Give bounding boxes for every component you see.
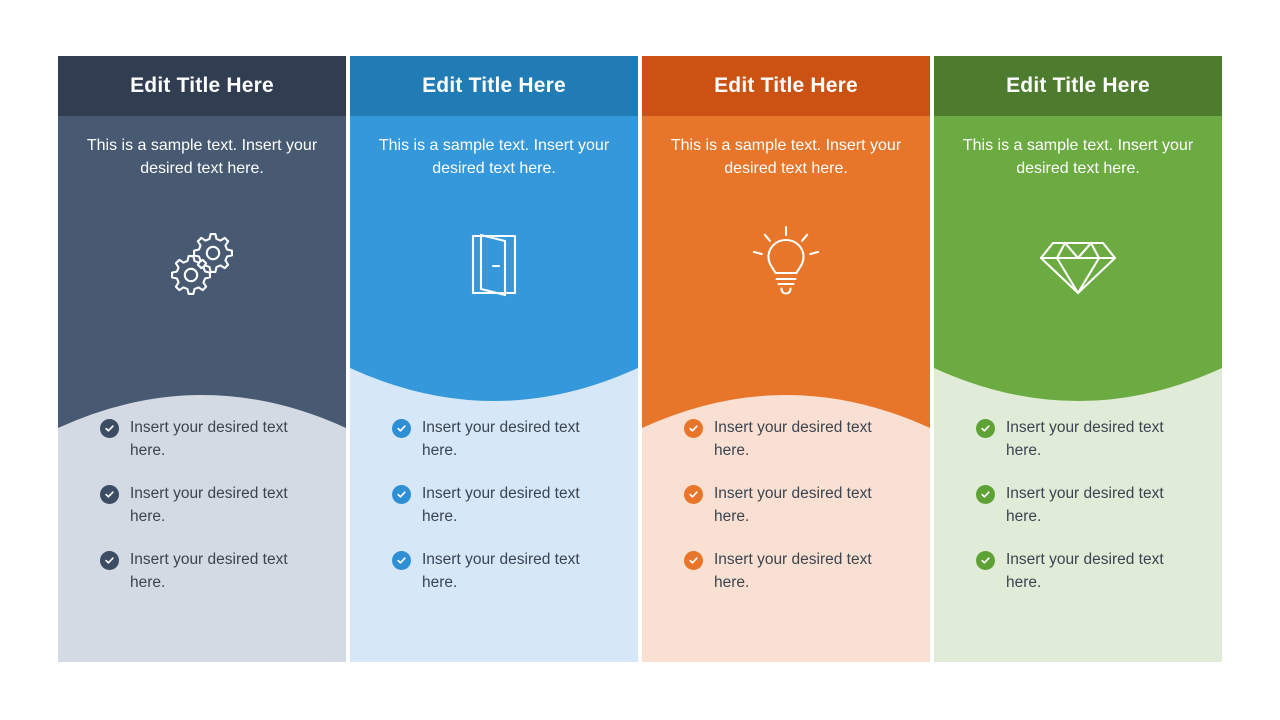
list-item-label: Insert your desired text here. — [422, 419, 580, 459]
column-bullet-list: Insert your desired text here. Insert you… — [350, 416, 638, 594]
list-item[interactable]: Insert your desired text here. — [976, 482, 1192, 528]
lightbulb-icon — [642, 222, 930, 306]
check-circle-icon — [100, 551, 119, 570]
list-item-label: Insert your desired text here. — [714, 551, 872, 591]
list-item-label: Insert your desired text here. — [1006, 551, 1164, 591]
column-header: Edit Title Here — [642, 56, 930, 116]
check-circle-icon — [976, 419, 995, 438]
column-description: This is a sample text. Insert your desir… — [86, 137, 318, 177]
check-circle-icon — [684, 419, 703, 438]
list-item-label: Insert your desired text here. — [130, 419, 288, 459]
column-bullet-list: Insert your desired text here. Insert you… — [934, 416, 1222, 594]
list-item[interactable]: Insert your desired text here. — [392, 416, 608, 462]
list-item-label: Insert your desired text here. — [130, 485, 288, 525]
column-description: This is a sample text. Insert your desir… — [378, 137, 610, 177]
gears-icon — [58, 222, 346, 306]
column-description: This is a sample text. Insert your desir… — [670, 137, 902, 177]
check-circle-icon — [976, 485, 995, 504]
list-item[interactable]: Insert your desired text here. — [684, 416, 900, 462]
column-bullet-list: Insert your desired text here. Insert you… — [58, 416, 346, 594]
list-item-label: Insert your desired text here. — [1006, 485, 1164, 525]
list-item-label: Insert your desired text here. — [422, 485, 580, 525]
list-item[interactable]: Insert your desired text here. — [100, 416, 316, 462]
door-icon — [350, 222, 638, 306]
list-item-label: Insert your desired text here. — [714, 485, 872, 525]
list-item[interactable]: Insert your desired text here. — [684, 548, 900, 594]
list-item-label: Insert your desired text here. — [714, 419, 872, 459]
column-title: Edit Title Here — [714, 74, 858, 97]
check-circle-icon — [392, 551, 411, 570]
list-item[interactable]: Insert your desired text here. — [976, 416, 1192, 462]
check-circle-icon — [684, 551, 703, 570]
list-item-label: Insert your desired text here. — [422, 551, 580, 591]
check-circle-icon — [100, 485, 119, 504]
column-header: Edit Title Here — [58, 56, 346, 116]
list-item-label: Insert your desired text here. — [130, 551, 288, 591]
column-bullet-list: Insert your desired text here. Insert you… — [642, 416, 930, 594]
column-header: Edit Title Here — [350, 56, 638, 116]
list-item[interactable]: Insert your desired text here. — [100, 482, 316, 528]
check-circle-icon — [684, 485, 703, 504]
column-description: This is a sample text. Insert your desir… — [962, 137, 1194, 177]
column-title: Edit Title Here — [130, 74, 274, 97]
list-item[interactable]: Insert your desired text here. — [976, 548, 1192, 594]
diamond-icon — [934, 222, 1222, 306]
check-circle-icon — [976, 551, 995, 570]
list-item[interactable]: Insert your desired text here. — [684, 482, 900, 528]
list-item[interactable]: Insert your desired text here. — [392, 482, 608, 528]
list-item-label: Insert your desired text here. — [1006, 419, 1164, 459]
check-circle-icon — [100, 419, 119, 438]
list-item[interactable]: Insert your desired text here. — [100, 548, 316, 594]
check-circle-icon — [392, 419, 411, 438]
list-item[interactable]: Insert your desired text here. — [392, 548, 608, 594]
column-title: Edit Title Here — [422, 74, 566, 97]
column-header: Edit Title Here — [934, 56, 1222, 116]
column-title: Edit Title Here — [1006, 74, 1150, 97]
check-circle-icon — [392, 485, 411, 504]
